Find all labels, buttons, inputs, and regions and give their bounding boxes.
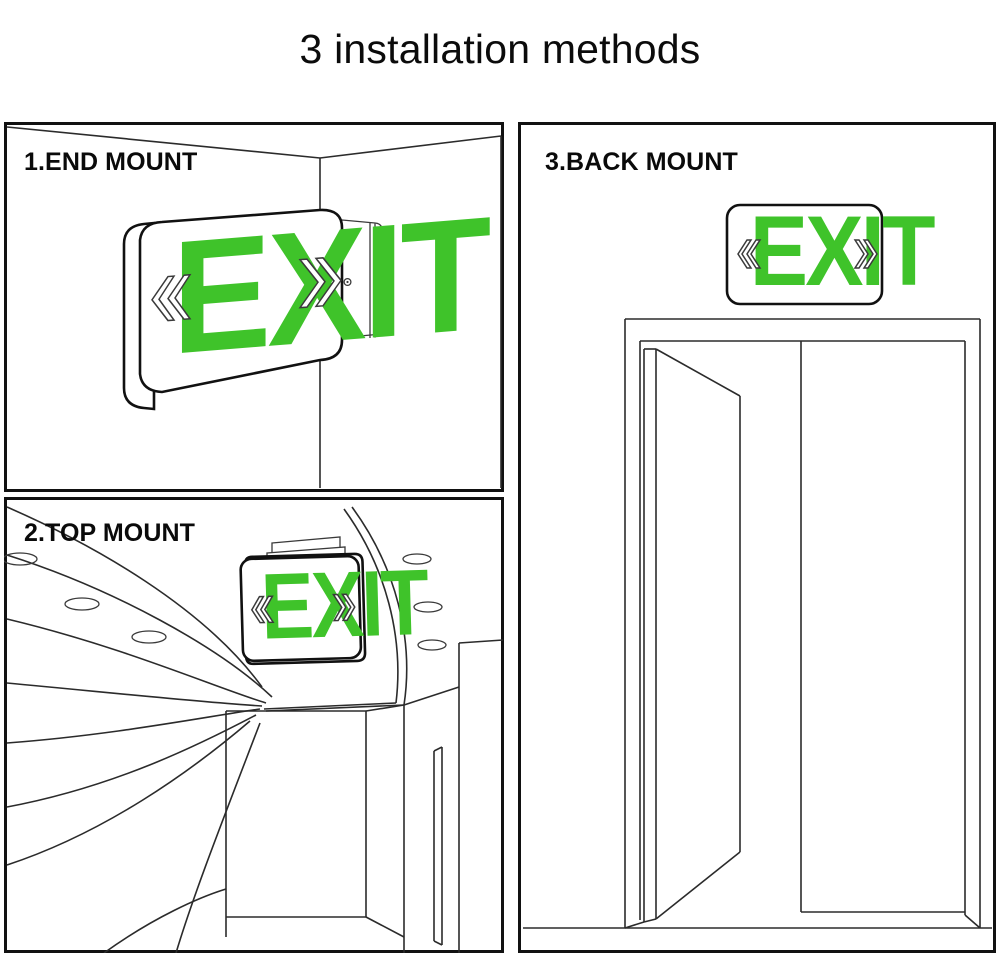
ceiling-lights <box>4 552 447 651</box>
panel-border <box>518 122 996 953</box>
top-mount-illustration: EXIT <box>4 497 504 953</box>
door-leaf-open <box>624 348 741 929</box>
ceiling-light <box>413 601 443 613</box>
panel-label-back-mount: 3.BACK MOUNT <box>545 148 738 176</box>
ceiling-light <box>131 630 167 644</box>
chevron-left-icon <box>250 595 275 624</box>
corridor-walls <box>225 704 405 953</box>
ceiling-light <box>64 597 100 611</box>
sign-face <box>725 203 884 306</box>
panel-label-end-mount: 1.END MOUNT <box>24 148 198 176</box>
chevron-right-icon <box>853 239 878 269</box>
panel-end-mount: EXIT 1.END MOUNT <box>4 122 504 492</box>
door-head <box>639 340 966 920</box>
chevron-left-icon <box>151 273 192 322</box>
right-jamb-return <box>964 914 981 929</box>
panel-label-top-mount: 2.TOP MOUNT <box>24 519 196 547</box>
right-wall-door <box>403 639 504 953</box>
ceiling-lines <box>6 126 502 159</box>
panel-back-mount: EXIT <box>518 122 996 953</box>
page-title: 3 installation methods <box>299 26 701 72</box>
exit-sign-end-mount: EXIT <box>122 182 490 411</box>
panel-border <box>4 122 504 492</box>
panel-border <box>4 497 504 953</box>
chevron-right-icon <box>332 593 356 622</box>
sign-face <box>138 208 344 394</box>
end-mount-illustration: EXIT <box>4 122 504 492</box>
panel-top-mount: EXIT 2.TOP MOUNT <box>4 497 504 953</box>
back-mount-illustration: EXIT <box>518 122 996 953</box>
ceiling-light <box>4 552 38 566</box>
floor-curve <box>103 888 227 953</box>
exit-text: EXIT <box>750 195 936 306</box>
ceiling-ribs <box>6 506 273 953</box>
ceiling-light <box>417 639 447 651</box>
exit-sign-top-mount: EXIT <box>239 551 430 666</box>
ceiling-light <box>402 553 432 565</box>
exit-sign-back-mount: EXIT <box>725 195 938 306</box>
end-mount-bracket <box>334 219 383 339</box>
sign-face <box>239 554 363 663</box>
chevron-right-icon <box>298 257 342 309</box>
chevron-left-icon <box>737 239 762 269</box>
ceiling-soffit <box>263 506 408 712</box>
door-frame <box>523 318 992 929</box>
